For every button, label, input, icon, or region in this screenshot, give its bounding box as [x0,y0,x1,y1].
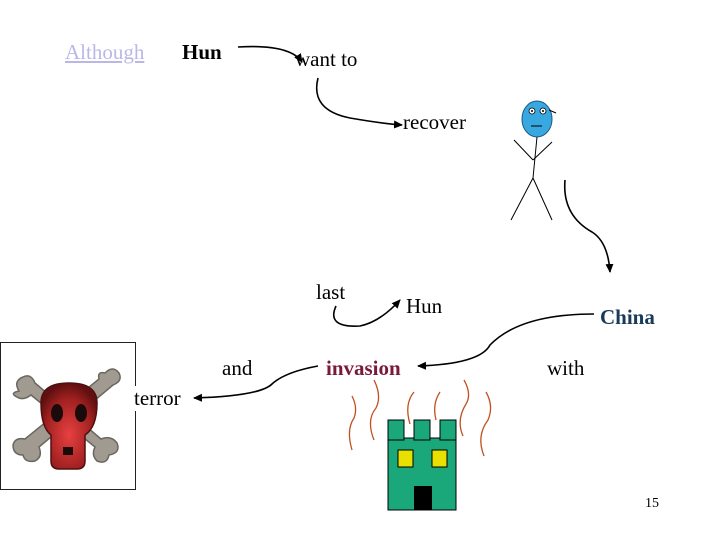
burning-castle-icon [348,379,492,511]
skull-crossbones-icon [12,368,121,470]
arrow-china-to-invasion [417,313,595,370]
arrow-hun-to-want [237,45,303,63]
arrow-invasion-to-terror [193,365,319,402]
word-china: China [600,305,655,329]
arrow-want-to-recover [316,77,403,129]
word-recover: recover [403,110,466,134]
word-and: and [222,356,253,380]
word-hun-subject: Hun [182,40,222,64]
word-invasion: invasion [326,356,401,380]
stick-figure-icon [510,100,557,221]
arrow-figure-to-china [563,179,614,273]
word-hun-object: Hun [406,294,443,318]
word-with: with [547,356,585,380]
word-last: last [316,280,346,304]
page-number: 15 [645,496,659,511]
word-terror: terror [134,386,181,411]
word-want-to: want to [295,47,358,71]
arrow-last-to-hun [332,299,401,327]
skull-panel [0,342,136,490]
word-although: Although [65,40,145,64]
